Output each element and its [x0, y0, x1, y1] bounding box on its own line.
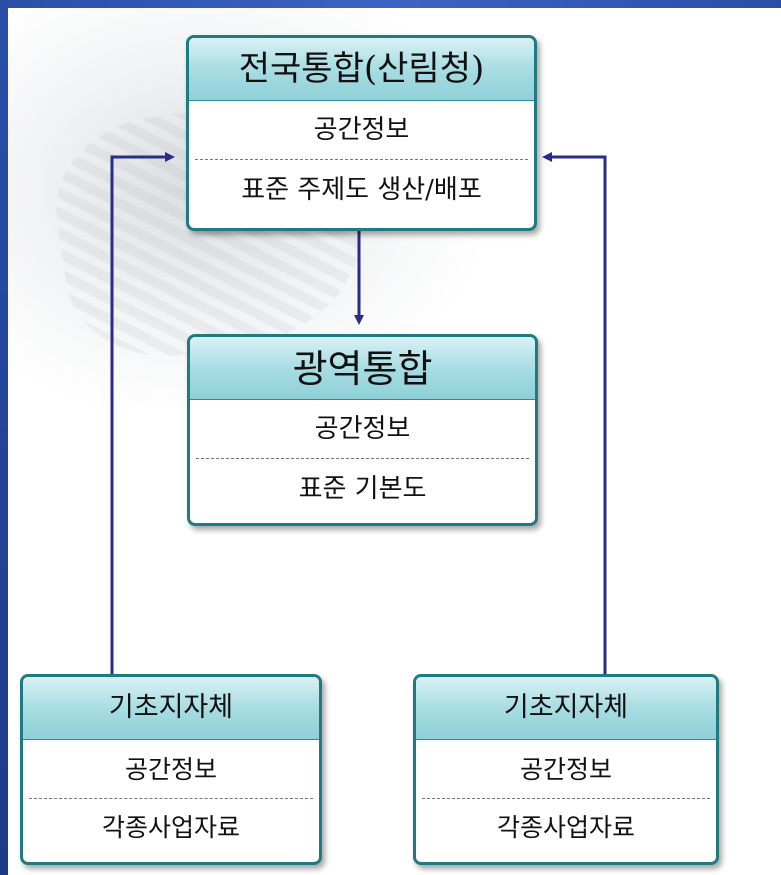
regional-integration-box: 광역통합 공간정보 표준 기본도 [187, 334, 538, 526]
arrow-right-local-to-national [542, 152, 607, 674]
local-government-box-right: 기초지자체 공간정보 각종사업자료 [413, 674, 719, 865]
local-left-box-line1: 공간정보 [124, 755, 217, 784]
frame-top-border [0, 0, 781, 8]
local-right-box-title: 기초지자체 [416, 677, 716, 740]
local-right-box-line1: 공간정보 [519, 755, 612, 784]
national-box-line1: 공간정보 [313, 115, 410, 145]
regional-box-title: 광역통합 [190, 337, 535, 400]
arrow-left-local-to-national [110, 152, 175, 674]
local-left-box-line2: 각종사업자료 [101, 813, 240, 842]
national-integration-box: 전국통합(산림청) 공간정보 표준 주제도 생산/배포 [186, 35, 537, 231]
national-box-divider [195, 159, 528, 160]
local-left-box-divider [29, 798, 313, 799]
frame-left-border [0, 0, 8, 875]
local-government-box-left: 기초지자체 공간정보 각종사업자료 [20, 674, 322, 865]
regional-box-divider [196, 458, 529, 459]
local-left-box-title: 기초지자체 [23, 677, 319, 740]
regional-box-line2: 표준 기본도 [298, 474, 427, 504]
regional-box-line1: 공간정보 [314, 414, 411, 444]
national-box-title: 전국통합(산림청) [189, 38, 534, 101]
national-box-line2: 표준 주제도 생산/배포 [241, 175, 482, 205]
local-right-box-line2: 각종사업자료 [496, 813, 635, 842]
local-right-box-divider [422, 798, 710, 799]
